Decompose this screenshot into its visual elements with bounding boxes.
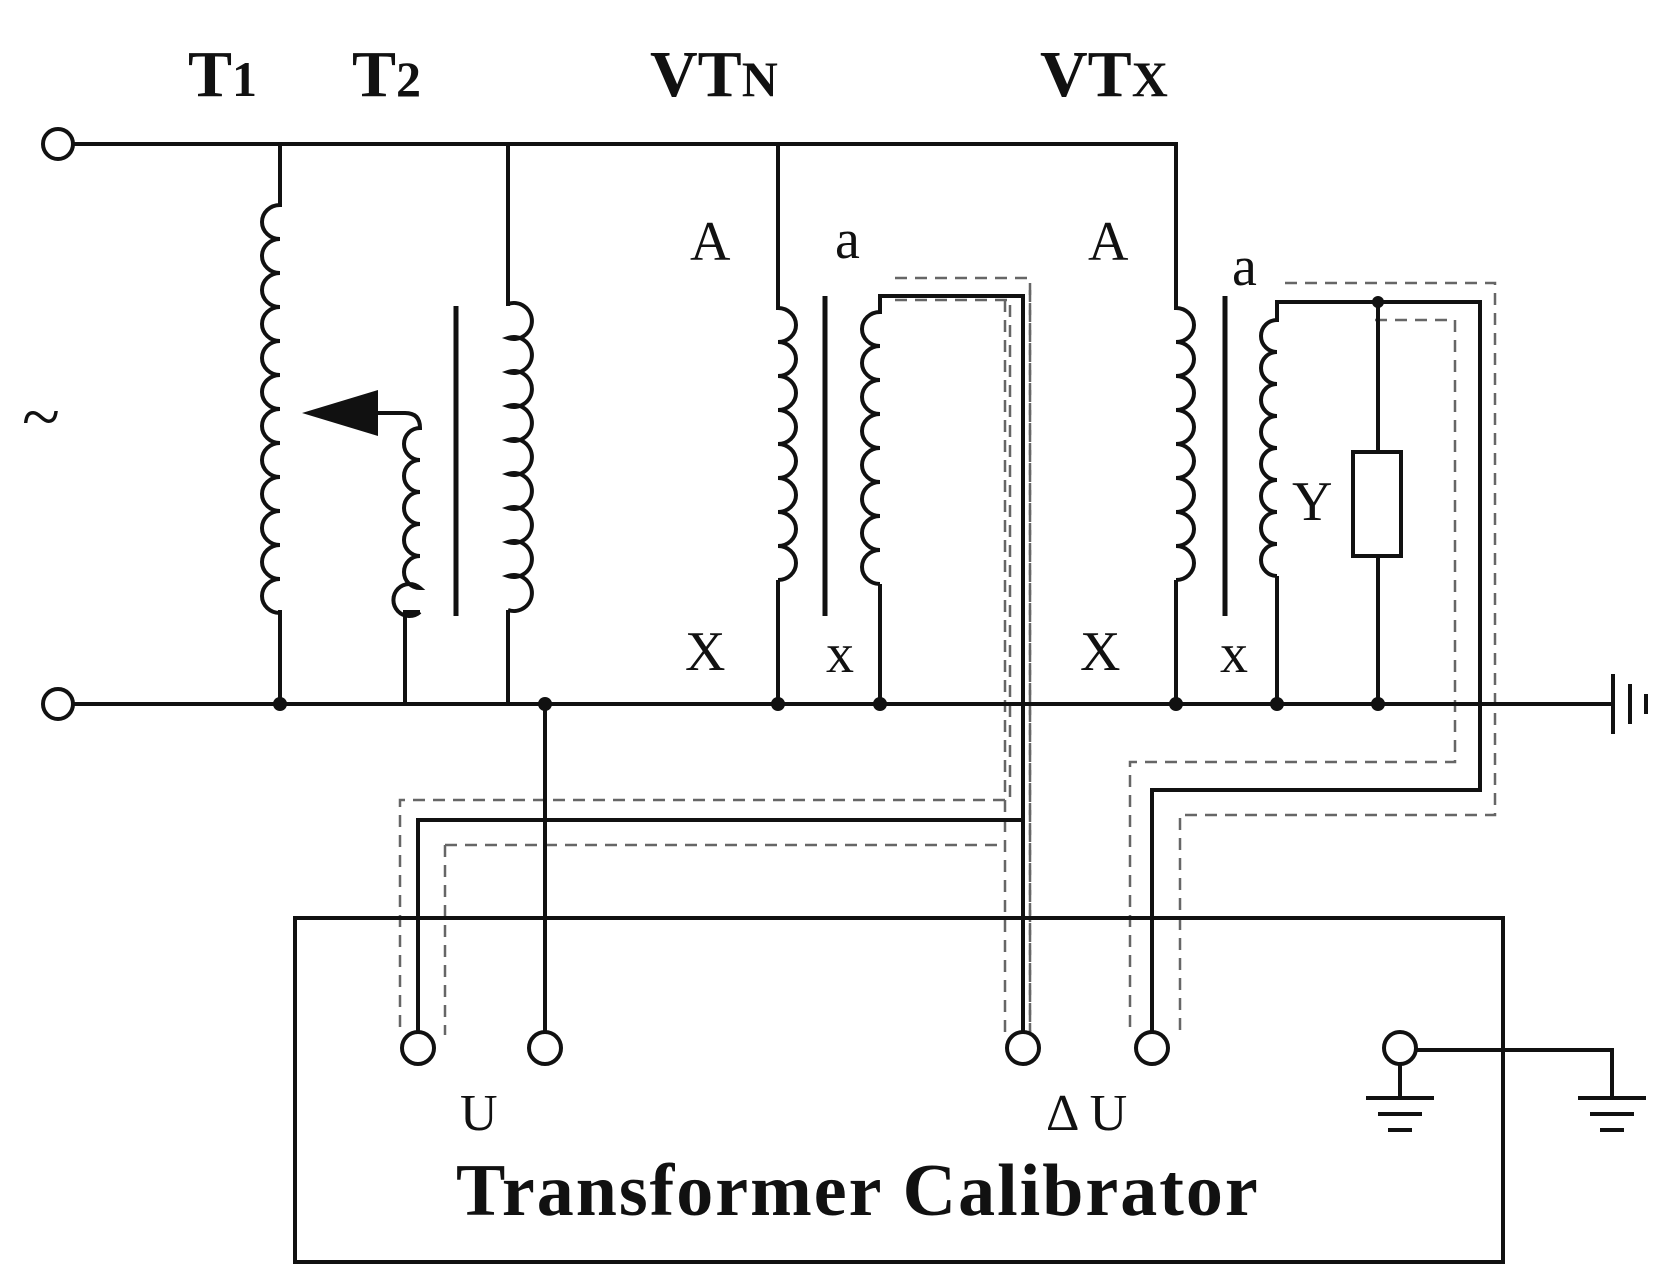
ground-icon: [1366, 1096, 1434, 1132]
t1-winding: [260, 203, 281, 615]
resistor-icon: [1351, 450, 1403, 558]
label-vtn: VTN: [650, 38, 778, 111]
windings: [260, 203, 1279, 618]
label-terminal-u: U: [460, 1085, 498, 1142]
label-vtn-secondary-top: a: [835, 209, 860, 271]
label-vtx-secondary-bottom: x: [1220, 623, 1248, 685]
vtn-secondary-winding: [860, 310, 881, 586]
vtn-primary-winding: [777, 306, 798, 582]
ground-icon: [1578, 1096, 1646, 1132]
shield-vtx-outer: [1178, 281, 1497, 1035]
vtx-primary-winding: [1175, 306, 1196, 582]
label-vtx-secondary-top: a: [1232, 236, 1257, 298]
transformer-cores: [453, 296, 1228, 616]
calibrator-box: [293, 916, 1505, 1264]
label-vtn-secondary-bottom: x: [826, 623, 854, 685]
calibrator-title: Transformer Calibrator: [456, 1150, 1260, 1232]
junction-nodes: [273, 296, 1385, 711]
source-terminal-top: [41, 127, 75, 161]
label-terminal-delta-u: Δ U: [1046, 1085, 1127, 1142]
terminal-du-1: [1005, 1030, 1041, 1066]
label-t2: T2: [352, 38, 421, 111]
vtx-secondary-winding: [1259, 318, 1278, 578]
t2-secondary-winding: [391, 426, 426, 618]
terminal-u-2: [527, 1030, 563, 1066]
label-vtn-primary-top: A: [690, 211, 731, 273]
t2-primary-winding: [501, 301, 534, 613]
label-burden: Y: [1292, 471, 1332, 533]
source-terminal-bottom: [41, 687, 75, 721]
terminal-ground: [1382, 1030, 1418, 1066]
shield-cables: [398, 276, 1497, 1040]
label-vtx-primary-bottom: X: [1080, 621, 1120, 683]
label-vtx-primary-top: A: [1088, 211, 1129, 273]
label-vtn-primary-bottom: X: [685, 621, 725, 683]
terminal-du-2: [1134, 1030, 1170, 1066]
label-t1: T1: [188, 38, 257, 111]
variable-tap-arrow-icon: [302, 390, 390, 436]
wires: [71, 142, 1615, 1100]
ground-icon: [1611, 674, 1648, 734]
terminal-u-1: [400, 1030, 436, 1066]
ac-source-icon: ~: [22, 379, 60, 456]
label-vtx: VTX: [1040, 38, 1168, 111]
